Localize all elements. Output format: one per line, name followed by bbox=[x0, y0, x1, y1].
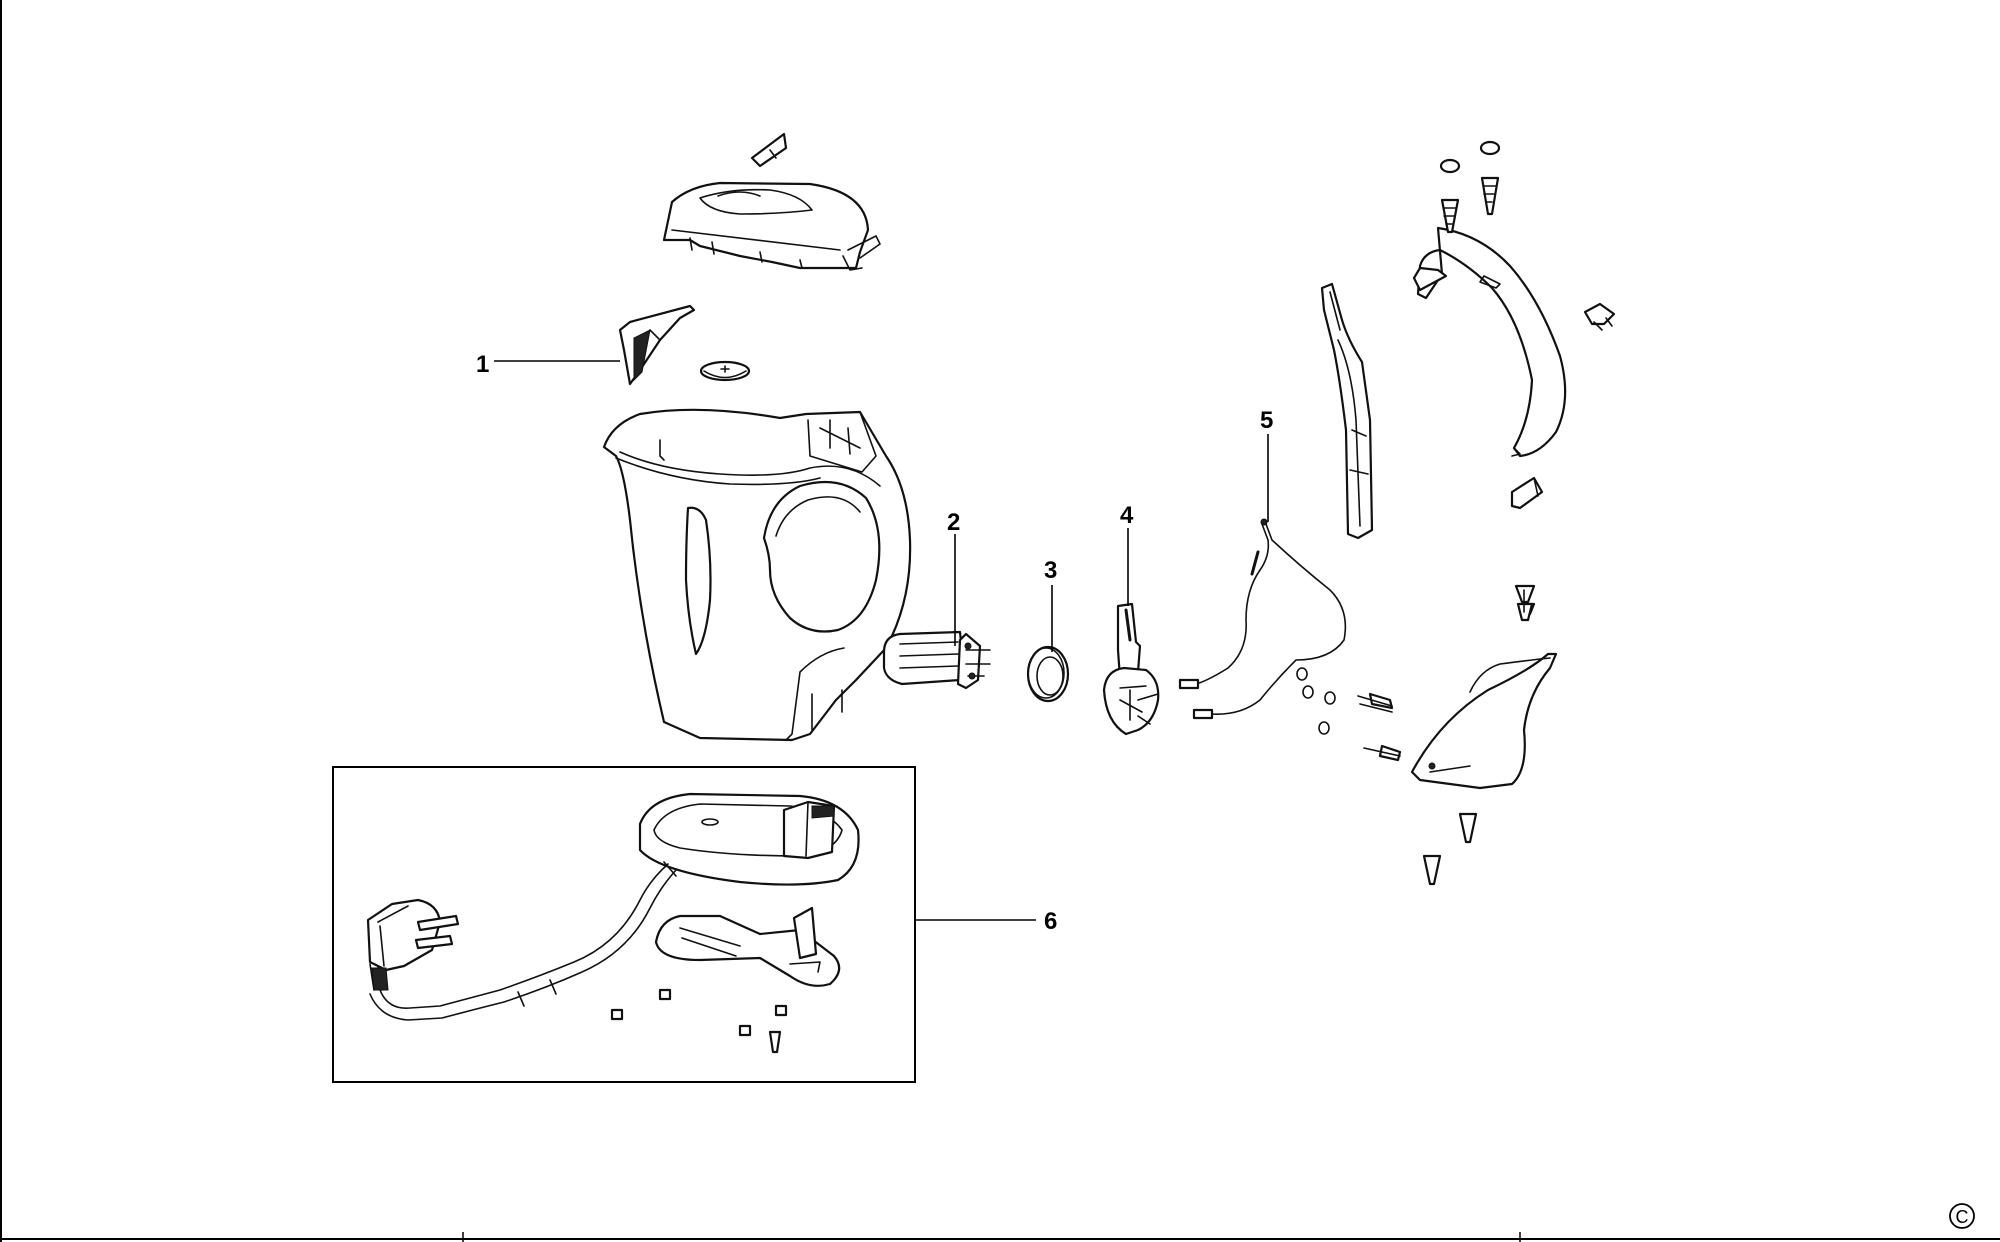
lid-part bbox=[662, 181, 881, 271]
callout-4: 4 bbox=[1120, 502, 1134, 529]
disc-part bbox=[699, 360, 751, 382]
lid-button-part bbox=[750, 132, 788, 168]
part-1-filter bbox=[618, 304, 696, 386]
part-6-base-assembly bbox=[332, 766, 916, 1083]
copyright-mark: C bbox=[1949, 1203, 1975, 1229]
small-bracket-part bbox=[1510, 476, 1544, 510]
lower-handle-part bbox=[1410, 602, 1558, 790]
callout-5: 5 bbox=[1260, 407, 1273, 434]
callout-3: 3 bbox=[1044, 557, 1057, 584]
callout-6: 6 bbox=[1044, 908, 1057, 935]
handle-screws bbox=[1439, 140, 1501, 234]
callout-leaders bbox=[494, 360, 1269, 921]
callout-1: 1 bbox=[476, 351, 489, 378]
switch-spring-part bbox=[1320, 282, 1374, 540]
handle-cover-part bbox=[1412, 226, 1616, 458]
part-5-wiring bbox=[1178, 518, 1347, 720]
small-screws bbox=[1296, 584, 1536, 886]
part-4-thermostat bbox=[1102, 602, 1160, 736]
callout-labels: 1 2 3 4 5 6 bbox=[476, 351, 1273, 935]
callout-2: 2 bbox=[947, 509, 960, 536]
part-2-heating-element bbox=[882, 630, 991, 690]
copyright-letter: C bbox=[1956, 1207, 1969, 1227]
kettle-body-part bbox=[602, 408, 912, 742]
part-3-seal-ring bbox=[1026, 645, 1070, 703]
